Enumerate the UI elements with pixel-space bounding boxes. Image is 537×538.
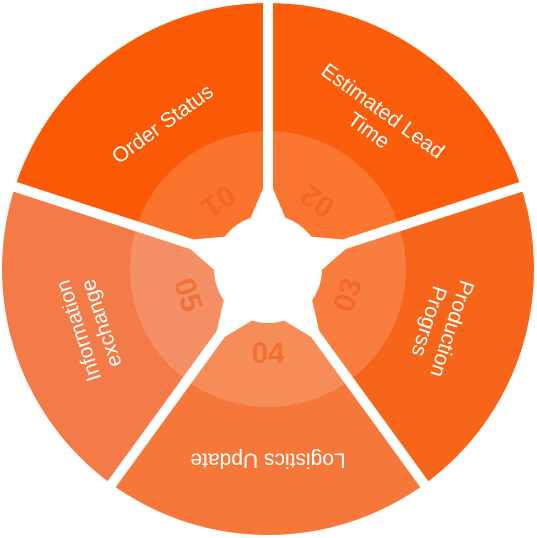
segment-inner-03 — [302, 226, 406, 381]
center-hub-core — [214, 215, 322, 323]
segment-02 — [268, 3, 521, 252]
segment-inner-02 — [268, 131, 400, 252]
segments-group — [2, 3, 534, 535]
inner-ring-overlay — [9, 0, 527, 491]
segment-inner-04 — [186, 315, 350, 407]
segment-05 — [2, 186, 234, 485]
segment-inner-05 — [130, 226, 234, 381]
segment-03 — [302, 186, 534, 485]
segment-number-04: 04 — [251, 337, 285, 370]
segment-label-04-line-1: Logistics Update — [190, 448, 345, 471]
segment-01 — [15, 3, 268, 252]
segment-inner-01 — [136, 131, 268, 252]
segment-04 — [111, 315, 425, 535]
